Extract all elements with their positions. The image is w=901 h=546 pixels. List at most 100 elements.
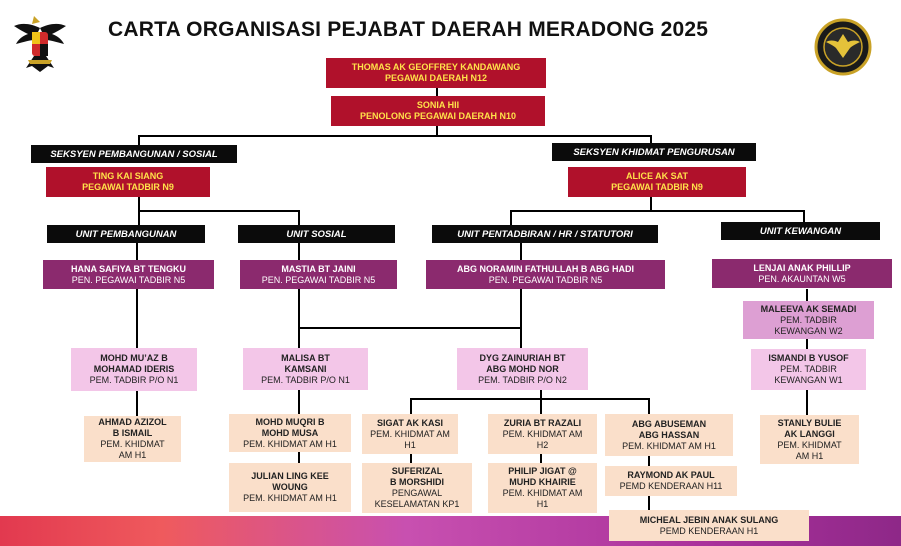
person-name: TING KAI SIANG — [92, 171, 164, 181]
person-post: PEGAWAI TADBIR N9 — [82, 182, 174, 192]
connector-line — [436, 126, 438, 136]
person-name: STANLY BULIE — [777, 417, 842, 428]
connector-line — [540, 454, 542, 464]
person-post: KEWANGAN W2 — [774, 325, 843, 336]
person-post: KEWANGAN W1 — [774, 375, 843, 385]
staff-julian-box: JULIAN LING KEE WOUNG PEM. KHIDMAT AM H1 — [229, 463, 351, 512]
unit-head-development-box: HANA SAFIYA BT TENGKU PEN. PEGAWAI TADBI… — [43, 260, 214, 289]
staff-azizol-box: AHMAD AZIZOL B ISMAIL PEM. KHIDMAT AM H1 — [84, 416, 181, 462]
person-post: H2 — [536, 439, 549, 450]
staff-malisa-box: MALISA BT KAMSANI PEM. TADBIR P/O N1 — [243, 348, 368, 390]
unit-label-administration: UNIT PENTADBIRAN / HR / STATUTORI — [432, 225, 658, 243]
section-label-development-social: SEKSYEN PEMBANGUNAN / SOSIAL — [31, 145, 237, 163]
connector-line — [806, 390, 808, 415]
person-post: PEM. KHIDMAT — [100, 439, 165, 449]
staff-abuseman-box: ABG ABUSEMAN ABG HASSAN PEM. KHIDMAT AM … — [605, 414, 733, 456]
person-post: PEMD KENDERAAN H11 — [619, 481, 723, 491]
person-post: PEN. PEGAWAI TADBIR N5 — [261, 274, 376, 285]
connector-line — [410, 398, 412, 414]
connector-line — [806, 289, 808, 301]
connector-line — [138, 197, 140, 227]
section-head-left-box: TING KAI SIANG PEGAWAI TADBIR N9 — [46, 167, 210, 197]
page-title: CARTA ORGANISASI PEJABAT DAERAH MERADONG… — [108, 18, 709, 41]
person-post: PEM. TADBIR P/O N1 — [261, 374, 350, 385]
person-name: ABG ABUSEMAN — [631, 418, 707, 429]
person-post: AM H1 — [795, 450, 824, 461]
person-name: AK LANGGI — [784, 428, 835, 439]
person-name: KAMSANI — [284, 363, 327, 374]
district-office-emblem-logo — [814, 18, 872, 76]
sarawak-coat-of-arms-logo — [12, 14, 68, 74]
connector-line — [138, 210, 300, 212]
district-officer-box: THOMAS AK GEOFFREY KANDAWANG PEGAWAI DAE… — [326, 58, 546, 88]
staff-philip-box: PHILIP JIGAT @ MUHD KHAIRIE PEM. KHIDMAT… — [488, 463, 597, 513]
staff-muaz-box: MOHD MU’AZ B MOHAMAD IDERIS PEM. TADBIR … — [71, 348, 197, 391]
assistant-district-officer-box: SONIA HII PENOLONG PEGAWAI DAERAH N10 — [331, 96, 545, 126]
person-post: PEMD KENDERAAN H1 — [659, 525, 759, 536]
staff-ismandi-box: ISMANDI B YUSOF PEM. TADBIR KEWANGAN W1 — [751, 349, 866, 390]
person-name: MOHAMAD IDERIS — [93, 364, 175, 374]
person-name: JULIAN LING KEE — [251, 471, 329, 481]
person-post: PEM. KHIDMAT AM H1 — [622, 440, 716, 451]
person-name: MICHEAL JEBIN ANAK SULANG — [639, 514, 779, 525]
person-name: SONIA HII — [416, 100, 460, 110]
connector-line — [520, 242, 522, 260]
connector-line — [803, 210, 805, 222]
person-post: PENOLONG PEGAWAI DAERAH N10 — [359, 111, 517, 121]
staff-sigat-box: SIGAT AK KASI PEM. KHIDMAT AM H1 — [362, 414, 458, 454]
person-name: LENJAI ANAK PHILLIP — [753, 262, 851, 273]
person-post: PEGAWAI DAERAH N12 — [384, 73, 488, 83]
person-name: HANA SAFIYA BT TENGKU — [70, 263, 186, 274]
person-name: ZURIA BT RAZALI — [503, 417, 582, 428]
person-name: AHMAD AZIZOL — [98, 417, 167, 427]
person-post: PEM. KHIDMAT AM — [502, 428, 583, 439]
person-name: ABG NORAMIN FATHULLAH B ABG HADI — [457, 263, 634, 274]
person-name: MOHD MU’AZ B — [100, 353, 168, 363]
person-name: RAYMOND AK PAUL — [627, 470, 715, 480]
person-post: PEM. KHIDMAT — [777, 439, 842, 450]
connector-line — [648, 456, 650, 466]
section-head-right-box: ALICE AK SAT PEGAWAI TADBIR N9 — [568, 167, 746, 197]
connector-line — [510, 210, 512, 225]
staff-maleeva-box: MALEEVA AK SEMADI PEM. TADBIR KEWANGAN W… — [743, 301, 874, 339]
person-post: PEGAWAI TADBIR N9 — [611, 182, 703, 192]
person-post: PEM. TADBIR P/O N2 — [478, 374, 567, 385]
person-post: PEM. KHIDMAT AM — [502, 488, 583, 498]
person-name: WOUNG — [272, 482, 308, 492]
person-post: PEM. KHIDMAT AM H1 — [243, 493, 337, 503]
person-name: SUFERIZAL — [391, 466, 443, 476]
person-name: PHILIP JIGAT @ — [508, 466, 577, 476]
connector-line — [138, 135, 652, 137]
person-post: PEM. KHIDMAT AM H1 — [243, 438, 337, 449]
section-label-management-services: SEKSYEN KHIDMAT PENGURUSAN — [552, 143, 756, 161]
connector-line — [648, 398, 650, 414]
staff-stanly-box: STANLY BULIE AK LANGGI PEM. KHIDMAT AM H… — [760, 415, 859, 464]
person-name: MOHD MUSA — [261, 427, 319, 438]
person-name: ABG MOHD NOR — [486, 363, 559, 374]
connector-line — [136, 243, 138, 260]
person-name: MOHD MUQRI B — [255, 416, 325, 427]
unit-label-finance: UNIT KEWANGAN — [721, 222, 880, 240]
person-name: MALISA BT — [281, 352, 330, 363]
unit-head-social-box: MASTIA BT JAINI PEN. PEGAWAI TADBIR N5 — [240, 260, 397, 289]
person-name: MASTIA BT JAINI — [281, 263, 356, 274]
connector-line — [510, 210, 804, 212]
connector-line — [410, 398, 650, 400]
person-post: AM H1 — [118, 450, 147, 460]
connector-line — [298, 289, 300, 349]
staff-zainuriah-box: DYG ZAINURIAH BT ABG MOHD NOR PEM. TADBI… — [457, 348, 588, 390]
connector-line — [410, 454, 412, 464]
connector-line — [298, 210, 300, 227]
person-post: PEM. KHIDMAT AM — [370, 428, 450, 439]
person-post: PEN. AKAUNTAN W5 — [758, 273, 846, 284]
connector-line — [650, 135, 652, 145]
connector-line — [436, 88, 438, 96]
person-name: MALEEVA AK SEMADI — [760, 303, 857, 314]
connector-line — [298, 390, 300, 414]
person-name: THOMAS AK GEOFFREY KANDAWANG — [351, 62, 521, 72]
connector-line — [138, 135, 140, 145]
person-name: DYG ZAINURIAH BT — [479, 352, 566, 363]
person-name: MUHD KHAIRIE — [509, 477, 576, 487]
person-post: H1 — [536, 499, 549, 509]
person-name: ISMANDI B YUSOF — [768, 353, 849, 363]
